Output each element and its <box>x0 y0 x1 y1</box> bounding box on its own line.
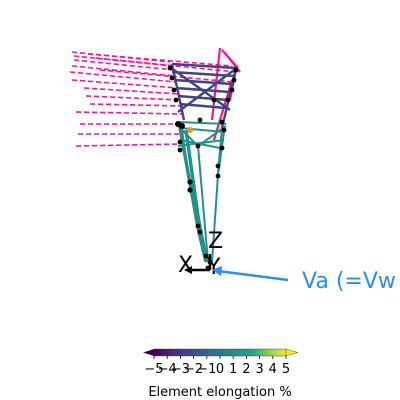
colorbar-tick-label: −4 <box>158 362 177 377</box>
colorbar-tick-label: −2 <box>184 362 203 377</box>
colorbar-tick-label: −1 <box>197 362 216 377</box>
colorbar-extend-high <box>285 348 299 357</box>
highlight-node <box>187 127 193 133</box>
colorbar-tick-label: 5 <box>282 362 290 377</box>
colorbar-tick-label: 0 <box>216 362 224 377</box>
colorbar-label: Element elongation % <box>148 385 291 400</box>
axes-triad: Z X Y <box>178 229 223 280</box>
colorbar-tick-label: 3 <box>255 362 263 377</box>
colorbar-tick-label: 1 <box>229 362 237 377</box>
z-axis-label: Z <box>208 229 223 254</box>
colorbar-tick-label: −5 <box>144 362 163 377</box>
colorbar-tick-label: 2 <box>242 362 250 377</box>
load-arrow: Va (=Vw <box>212 266 396 294</box>
tower-upper-members <box>170 62 238 129</box>
y-axis-label: Y <box>206 255 221 280</box>
colorbar-tick-label: −3 <box>171 362 190 377</box>
colorbar-gradient <box>153 348 287 357</box>
colorbar-extend-low <box>143 349 154 356</box>
x-axis-label: X <box>178 253 193 278</box>
tower-main-leg <box>178 127 208 263</box>
load-label: Va (=Vw <box>302 269 396 294</box>
cable-lines <box>69 51 237 147</box>
colorbar-tick-label: 4 <box>269 362 277 377</box>
